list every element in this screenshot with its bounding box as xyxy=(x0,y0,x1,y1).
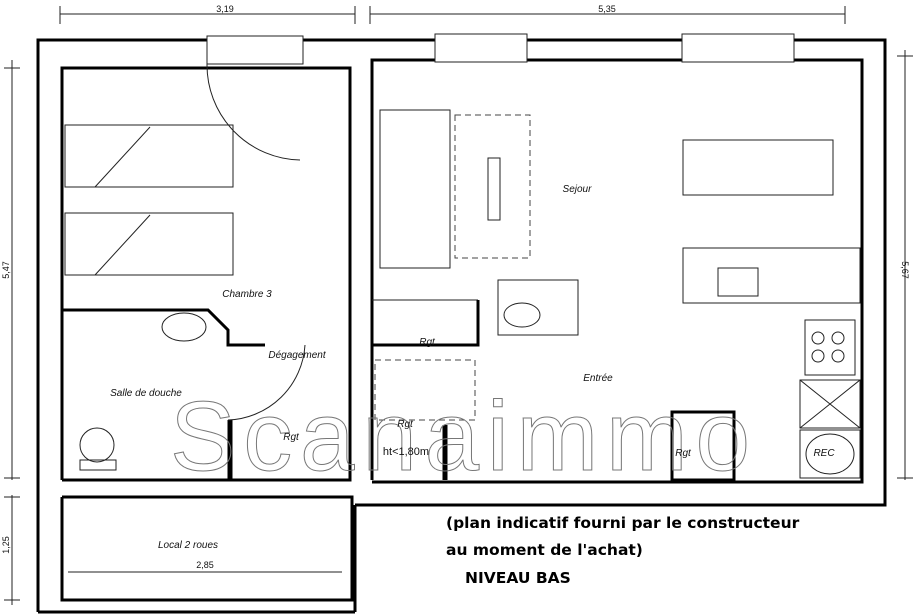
label-local: Local 2 roues xyxy=(158,540,218,551)
label-chambre: Chambre 3 xyxy=(222,289,272,300)
level-label: NIVEAU BAS xyxy=(465,569,571,587)
dimension-lines xyxy=(4,6,913,605)
interior-walls xyxy=(62,299,736,482)
dim-left-main: 5,47 xyxy=(1,261,11,279)
note-line2: au moment de l'achat) xyxy=(446,541,643,559)
label-entree: Entrée xyxy=(583,373,613,384)
label-sejour: Sejour xyxy=(563,184,593,195)
label-rgt: Rgt xyxy=(283,432,300,443)
watermark: Scanaimmo xyxy=(170,381,750,491)
dim-annex-width: 2,85 xyxy=(196,560,214,570)
dim-right-main: 5,67 xyxy=(900,261,910,279)
label-rgt: Rgt xyxy=(419,337,436,348)
label-rec: REC xyxy=(813,448,835,459)
label-degagement: Dégagement xyxy=(268,350,326,361)
note-line1: (plan indicatif fourni par le constructe… xyxy=(446,514,800,532)
dim-top-left: 3,19 xyxy=(216,4,234,14)
label-rgt: Rgt xyxy=(397,419,414,430)
outer-walls xyxy=(36,38,887,614)
label-salle-douche: Salle de douche xyxy=(110,388,182,399)
label-rgt: Rgt xyxy=(675,448,692,459)
dim-left-annex: 1,25 xyxy=(1,536,11,554)
windows xyxy=(206,33,795,161)
dim-top-right: 5,35 xyxy=(598,4,616,14)
label-ht: ht<1,80m xyxy=(383,446,429,458)
furniture xyxy=(64,109,861,479)
